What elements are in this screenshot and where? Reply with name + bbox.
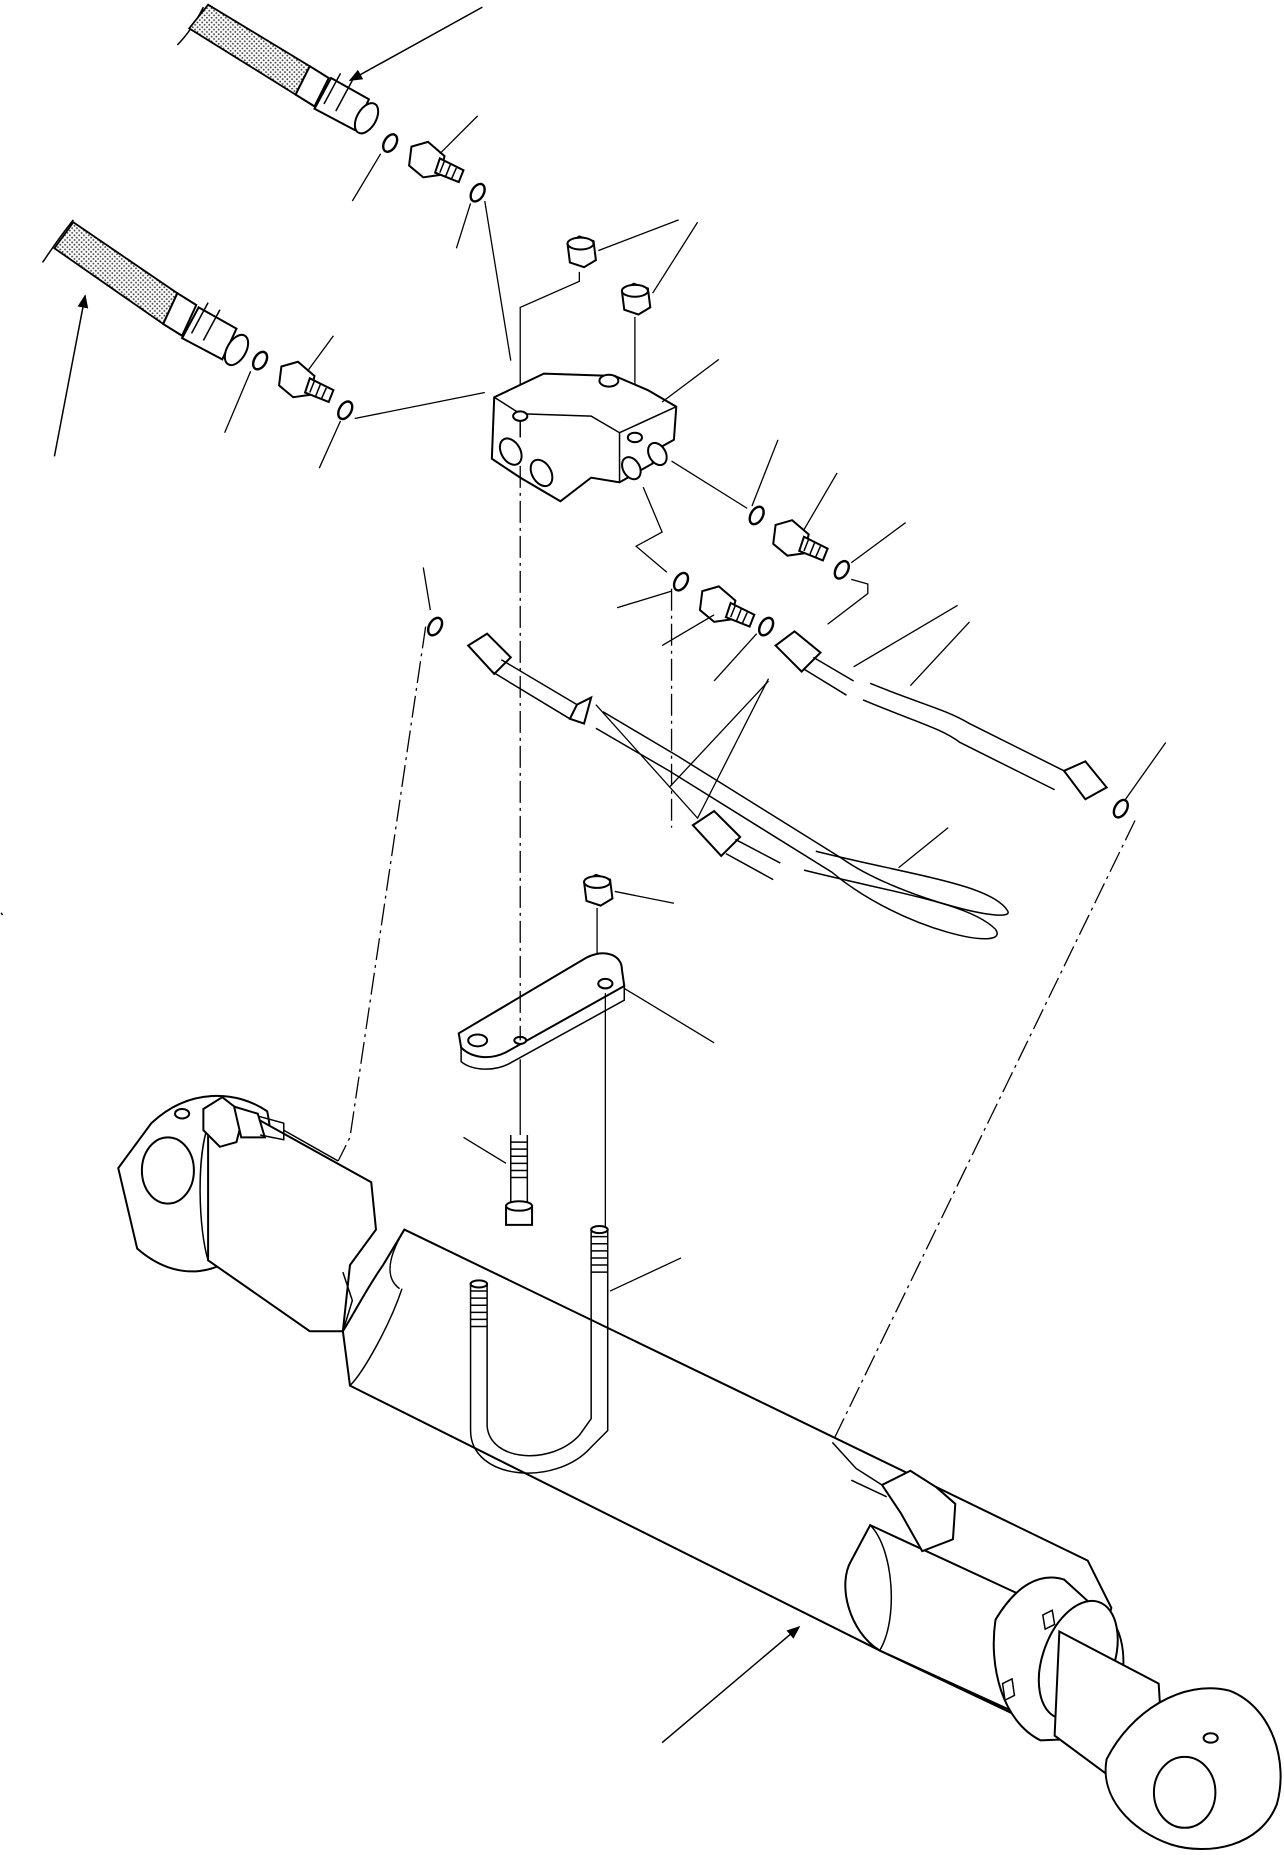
flow-arrow-cylinder: [662, 1625, 801, 1743]
o-ring: [1111, 798, 1131, 820]
o-ring: [671, 571, 691, 593]
o-ring: [380, 132, 400, 154]
o-ring: [468, 182, 488, 204]
o-ring: [832, 559, 852, 581]
o-ring: [335, 399, 355, 421]
distribution-block: [492, 374, 676, 502]
o-ring: [425, 615, 445, 637]
flow-arrow-inlet-upper: [348, 7, 482, 80]
cap-nut: [568, 236, 596, 267]
adapter-fitting: [832, 1442, 955, 1551]
hydraulic-cylinder: [118, 1096, 1280, 1849]
hydraulic-hose-upper: [177, 5, 383, 138]
cap-nut: [622, 284, 650, 315]
adapter-fitting: [409, 142, 463, 182]
adapter-fitting: [773, 520, 827, 560]
hydraulic-hose-lower: [43, 220, 253, 369]
flow-arrow-inlet-lower: [54, 294, 89, 457]
hydraulic-tube: [776, 631, 1107, 799]
adapter-fitting: [700, 586, 754, 626]
o-ring: [747, 504, 767, 526]
adapter-fitting: [203, 1097, 338, 1161]
clamp-plate: [459, 953, 625, 1069]
cap-nut: [584, 875, 612, 906]
hydraulic-tube: [468, 634, 1008, 939]
adapter-fitting: [279, 362, 333, 402]
cap-screw: [506, 1135, 532, 1225]
u-bolt: [471, 1226, 608, 1473]
o-ring: [250, 349, 270, 371]
o-ring: [756, 615, 776, 637]
